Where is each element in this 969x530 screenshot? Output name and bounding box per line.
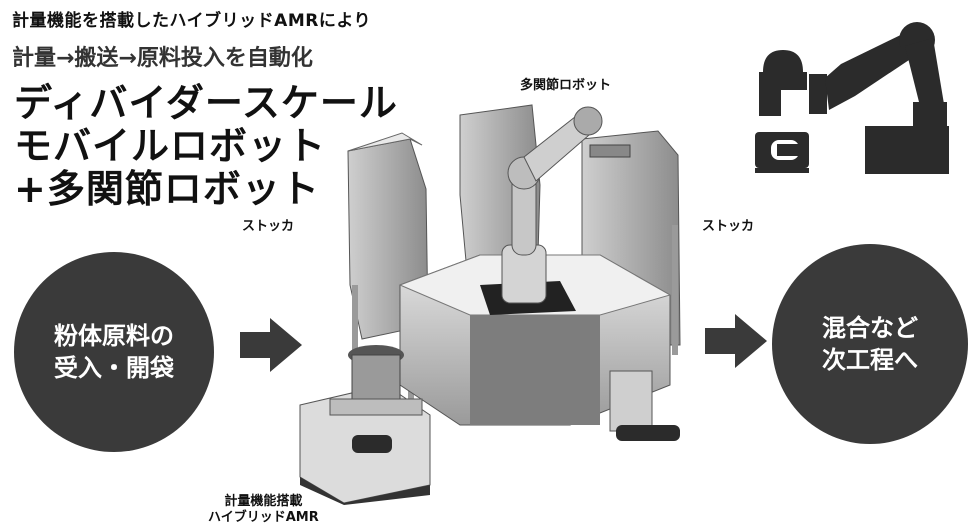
right-scale-unit — [609, 370, 680, 441]
right-arrow-icon — [705, 314, 767, 368]
input-process-circle: 粉体原料の 受入・開袋 — [14, 252, 214, 452]
header-line-1: 計量機能を搭載したハイブリッドAMRにより — [12, 11, 371, 31]
stocker-left-label: ストッカ — [242, 219, 295, 234]
main-title: ディバイダースケール モバイルロボット +多関節ロボット — [14, 82, 398, 211]
robot-arm-label: 多関節ロボット — [520, 78, 612, 93]
next-process-line-2: 次工程へ — [822, 346, 918, 374]
hybrid-amr — [299, 345, 431, 505]
title-line-1: ディバイダースケール — [14, 81, 398, 125]
stocker-right-label: ストッカ — [702, 219, 755, 234]
machine-illustration — [299, 104, 681, 505]
amr-caption-line-1: 計量機能搭載 — [224, 494, 303, 509]
header-line-2: 計量→搬送→原料投入を自動化 — [12, 46, 313, 71]
next-process-circle: 混合など 次工程へ — [772, 244, 968, 444]
input-process-line-1: 粉体原料の — [54, 322, 174, 350]
amr-caption-line-2: ハイブリッドAMR — [208, 510, 319, 525]
title-line-3: +多関節ロボット — [14, 167, 320, 211]
amr-caption: 計量機能搭載 ハイブリッドAMR — [208, 494, 319, 526]
input-process-line-2: 受入・開袋 — [54, 354, 174, 382]
robot-arm — [501, 106, 631, 304]
title-line-2: モバイルロボット — [14, 124, 327, 168]
collaborative-robot-icon — [755, 22, 949, 174]
next-process-line-1: 混合など — [822, 314, 918, 342]
right-arrow-icon — [240, 318, 302, 372]
